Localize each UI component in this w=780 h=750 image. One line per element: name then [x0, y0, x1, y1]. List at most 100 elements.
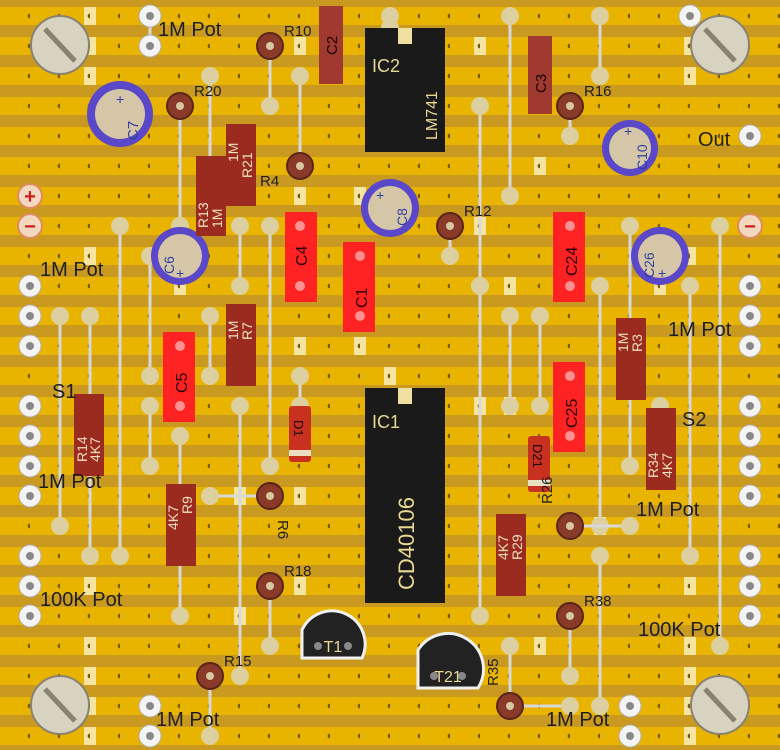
- wire-pad: [291, 67, 309, 85]
- pot-label-right-3: 100K Pot: [638, 619, 721, 641]
- resistor-r13-ref: R13: [195, 202, 211, 228]
- svg-text:+: +: [176, 265, 184, 281]
- wire-pad: [591, 67, 609, 85]
- cap-c4-label: C4: [294, 245, 311, 266]
- offboard-pad-hole: [746, 492, 754, 500]
- offboard-pad-hole: [746, 132, 754, 140]
- transistor-t1: T1: [300, 609, 367, 660]
- offboard-pad-hole: [146, 12, 154, 20]
- wire-pad: [531, 307, 549, 325]
- resistor-r14: R14 4K7: [74, 394, 104, 476]
- cap-c6: + C6: [151, 227, 209, 285]
- cap-c7-label: C7: [125, 121, 142, 140]
- resistor-r14-value: 4K7: [87, 437, 103, 462]
- standing-resistor-r38-label: R38: [584, 593, 612, 610]
- cap-c26: + C26: [631, 227, 689, 285]
- cap-c8: + C8: [361, 179, 419, 237]
- svg-text:+: +: [624, 123, 632, 139]
- pot-label-bottom-right: 1M Pot: [546, 709, 610, 731]
- wire-pad: [51, 517, 69, 535]
- offboard-pad-hole: [26, 552, 34, 560]
- wire-pad: [111, 547, 129, 565]
- wire-pad: [231, 277, 249, 295]
- cap-c1: C1: [343, 242, 375, 332]
- resistor-r9-value: 4K7: [165, 505, 181, 530]
- offboard-pad-hole: [746, 342, 754, 350]
- standing-resistor-r18-label: R18: [284, 563, 312, 580]
- wire-pad: [501, 637, 519, 655]
- standing-resistor-lead: [566, 522, 574, 530]
- wire-pad: [111, 217, 129, 235]
- offboard-pad-hole: [746, 552, 754, 560]
- resistor-r7: 1M R7: [225, 304, 256, 386]
- wire-pad: [471, 277, 489, 295]
- resistor-r13: R13 1M: [195, 156, 226, 236]
- ic1-chip: IC1 CD40106: [365, 388, 445, 603]
- wire-pad: [591, 697, 609, 715]
- standing-resistor-lead: [266, 42, 274, 50]
- pot-label-left-2: 1M Pot: [38, 471, 102, 493]
- offboard-pad-hole: [746, 402, 754, 410]
- film-capacitors: C4 C1 C24 C5 C25: [163, 212, 585, 452]
- cap-c5: C5: [163, 332, 195, 422]
- screw-bottom-left: [30, 675, 90, 735]
- wire-pad: [201, 307, 219, 325]
- standing-resistor-lead: [266, 492, 274, 500]
- cap-c24: C24: [553, 212, 585, 302]
- resistor-r21-value: 1M: [225, 143, 241, 162]
- transistor-t21: T21: [416, 632, 486, 690]
- wire-pad: [201, 67, 219, 85]
- wire-pad: [501, 7, 519, 25]
- switch-label-s1: S1: [52, 381, 76, 403]
- standing-resistor-r20-label: R20: [194, 83, 222, 100]
- wire-pad: [231, 217, 249, 235]
- wire-pad: [81, 307, 99, 325]
- svg-text:+: +: [376, 187, 384, 203]
- output-label: Out: [698, 129, 731, 151]
- resistors: R13 1M 1M R21 1M R7 1M R3 R14 4K7 R34 4K…: [74, 124, 676, 596]
- cap-c4: C4: [285, 212, 317, 302]
- wire-pad: [231, 667, 249, 685]
- resistor-r34-ref: R34: [645, 452, 661, 478]
- wire-pad: [681, 277, 699, 295]
- offboard-pad-hole: [26, 462, 34, 470]
- offboard-pad-hole: [146, 702, 154, 710]
- cap-c1-label: C1: [354, 287, 371, 308]
- wire-pad: [201, 727, 219, 745]
- diode-d1-label: D1: [291, 420, 306, 437]
- offboard-pad-hole: [146, 42, 154, 50]
- wire-pad: [591, 277, 609, 295]
- standing-resistor-lead: [296, 162, 304, 170]
- mounting-screws: [30, 15, 750, 735]
- wire-pad: [81, 547, 99, 565]
- power-plus-pad: [17, 183, 43, 209]
- resistor-r9-ref: R9: [179, 496, 195, 514]
- standing-resistor-r15-label: R15: [224, 653, 252, 670]
- wire-pad: [141, 457, 159, 475]
- resistor-r9: 4K7 R9: [165, 484, 196, 566]
- box-capacitors: C2 C3: [319, 6, 552, 114]
- cap-c3: C3: [528, 36, 552, 114]
- svg-text:+: +: [658, 265, 666, 281]
- standing-resistor-lead: [206, 672, 214, 680]
- offboard-pad-hole: [746, 612, 754, 620]
- standing-resistor-lead: [566, 102, 574, 110]
- offboard-pad-hole: [26, 432, 34, 440]
- pot-label-right-1: 1M Pot: [668, 319, 732, 341]
- offboard-pad-hole: [26, 342, 34, 350]
- cap-c26-label: C26: [641, 252, 657, 278]
- wire-pad: [261, 637, 279, 655]
- resistor-r29-value: 4K7: [495, 535, 511, 560]
- offboard-pad-hole: [746, 432, 754, 440]
- cap-c2: C2: [319, 6, 343, 84]
- cap-c10-label: C10: [634, 144, 650, 170]
- diode-d1: D1: [289, 406, 311, 462]
- wire-pad: [531, 397, 549, 415]
- standing-resistor-r10-label: R10: [284, 23, 312, 40]
- pot-label-left-3: 100K Pot: [40, 589, 123, 611]
- diodes: D1 D21: [289, 406, 550, 492]
- standing-resistor-r26-label: R26: [539, 476, 556, 504]
- wire-pad: [621, 517, 639, 535]
